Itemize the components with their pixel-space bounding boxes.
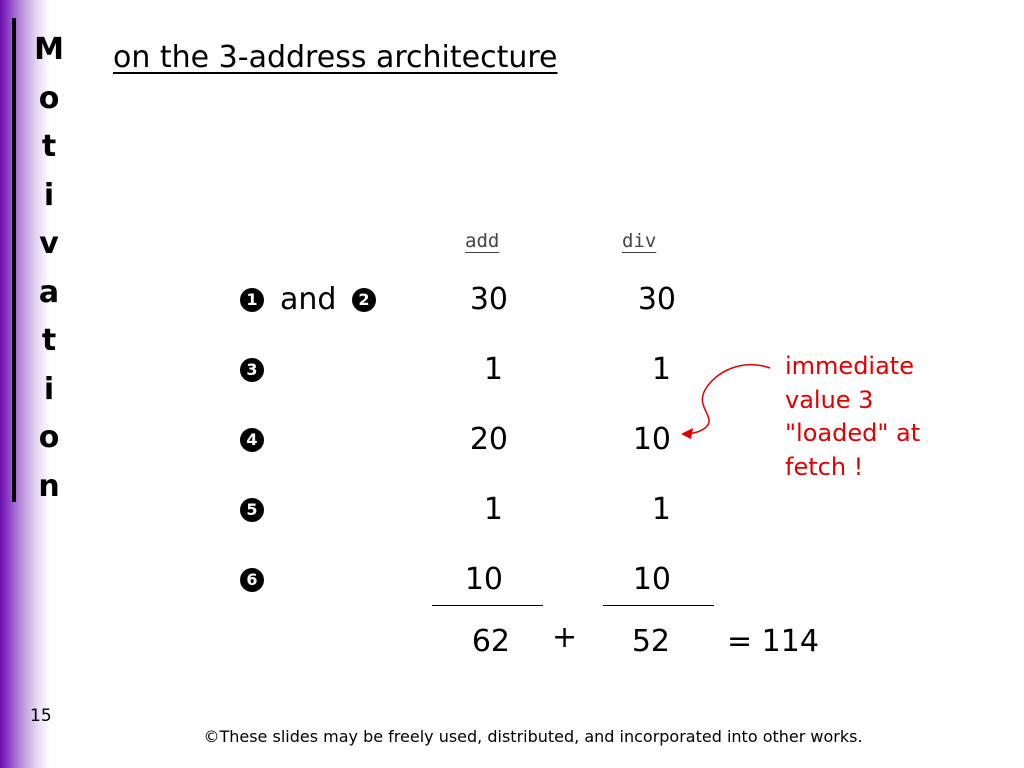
vertical-title-letter: M — [34, 32, 64, 67]
vertical-title-letter: o — [38, 80, 60, 116]
column-header-add: add — [465, 230, 500, 252]
grand-total: = 114 — [727, 624, 819, 659]
vertical-title-letter: i — [43, 177, 55, 213]
annotation-line: fetch ! — [785, 452, 864, 481]
add-value: 20 — [469, 422, 508, 457]
step-marker: 4 — [240, 428, 264, 452]
row-connector: and — [280, 282, 337, 317]
vertical-title-letter: o — [38, 420, 60, 455]
slide-number: 15 — [30, 706, 52, 726]
add-total: 62 — [471, 624, 510, 659]
vertical-title-letter: n — [38, 468, 60, 504]
vertical-title-letter: a — [38, 274, 60, 310]
vertical-title-letter: i — [43, 371, 55, 407]
sidebar-rule — [12, 18, 16, 502]
add-value: 10 — [464, 562, 503, 597]
add-value: 30 — [469, 282, 508, 317]
annotation-line: "loaded" at — [785, 419, 921, 447]
step-marker: 1 — [240, 288, 264, 312]
column-header-div: div — [622, 230, 657, 252]
annotation-line: value 3 — [785, 385, 874, 414]
div-value: 30 — [637, 282, 676, 317]
step-marker: 3 — [240, 358, 264, 382]
sidebar-gradient — [0, 0, 50, 768]
slide-title: on the 3-address architecture — [113, 40, 558, 75]
copyright-footer: ©These slides may be freely used, distri… — [203, 727, 863, 746]
plus-sign: + — [552, 620, 578, 655]
step-marker: 6 — [240, 568, 264, 592]
sum-rule-add — [432, 605, 543, 606]
step-marker: 5 — [240, 498, 264, 522]
div-value: 10 — [632, 562, 671, 597]
vertical-title-letter: t — [41, 323, 57, 358]
div-value: 1 — [651, 492, 671, 527]
div-value: 10 — [632, 422, 671, 457]
step-marker: 2 — [352, 288, 376, 312]
add-value: 1 — [483, 492, 503, 527]
sum-rule-div — [603, 605, 714, 606]
div-value: 1 — [651, 352, 671, 387]
vertical-title-letter: v — [39, 226, 59, 261]
vertical-title: M o t i v a t i o n — [26, 26, 72, 511]
add-value: 1 — [483, 352, 503, 387]
annotation-line: immediate — [785, 352, 914, 380]
annotation-note: immediate value 3 "loaded" at fetch ! — [785, 350, 955, 484]
vertical-title-letter: t — [41, 129, 57, 164]
div-total: 52 — [631, 624, 670, 659]
